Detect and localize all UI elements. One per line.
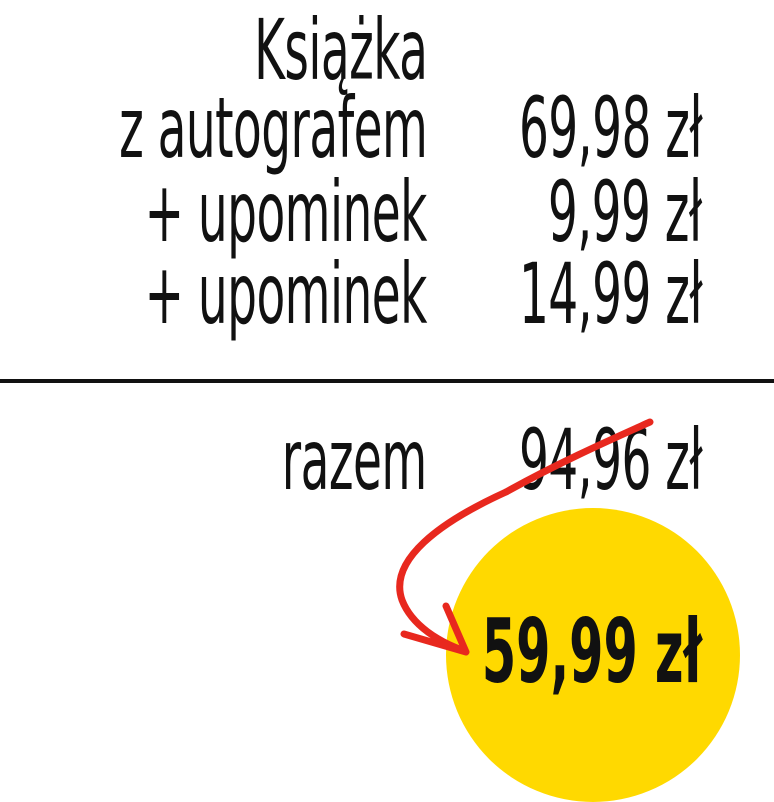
item-label-autograph: z autografem (118, 79, 428, 177)
total-label: razem (282, 411, 427, 509)
item-label-book: Książka (253, 1, 428, 99)
total-old-price: 94,96 zł (518, 411, 703, 509)
item-price-gift-2: 14,99 zł (518, 245, 703, 343)
total-divider (0, 379, 774, 383)
item-price-autograph: 69,98 zł (518, 79, 703, 177)
item-price-gift-1: 9,99 zł (548, 163, 702, 261)
item-label-gift-2: + upominek (144, 245, 428, 343)
item-label-gift-1: + upominek (144, 163, 428, 261)
promo-price: 59,99 zł (481, 600, 702, 703)
